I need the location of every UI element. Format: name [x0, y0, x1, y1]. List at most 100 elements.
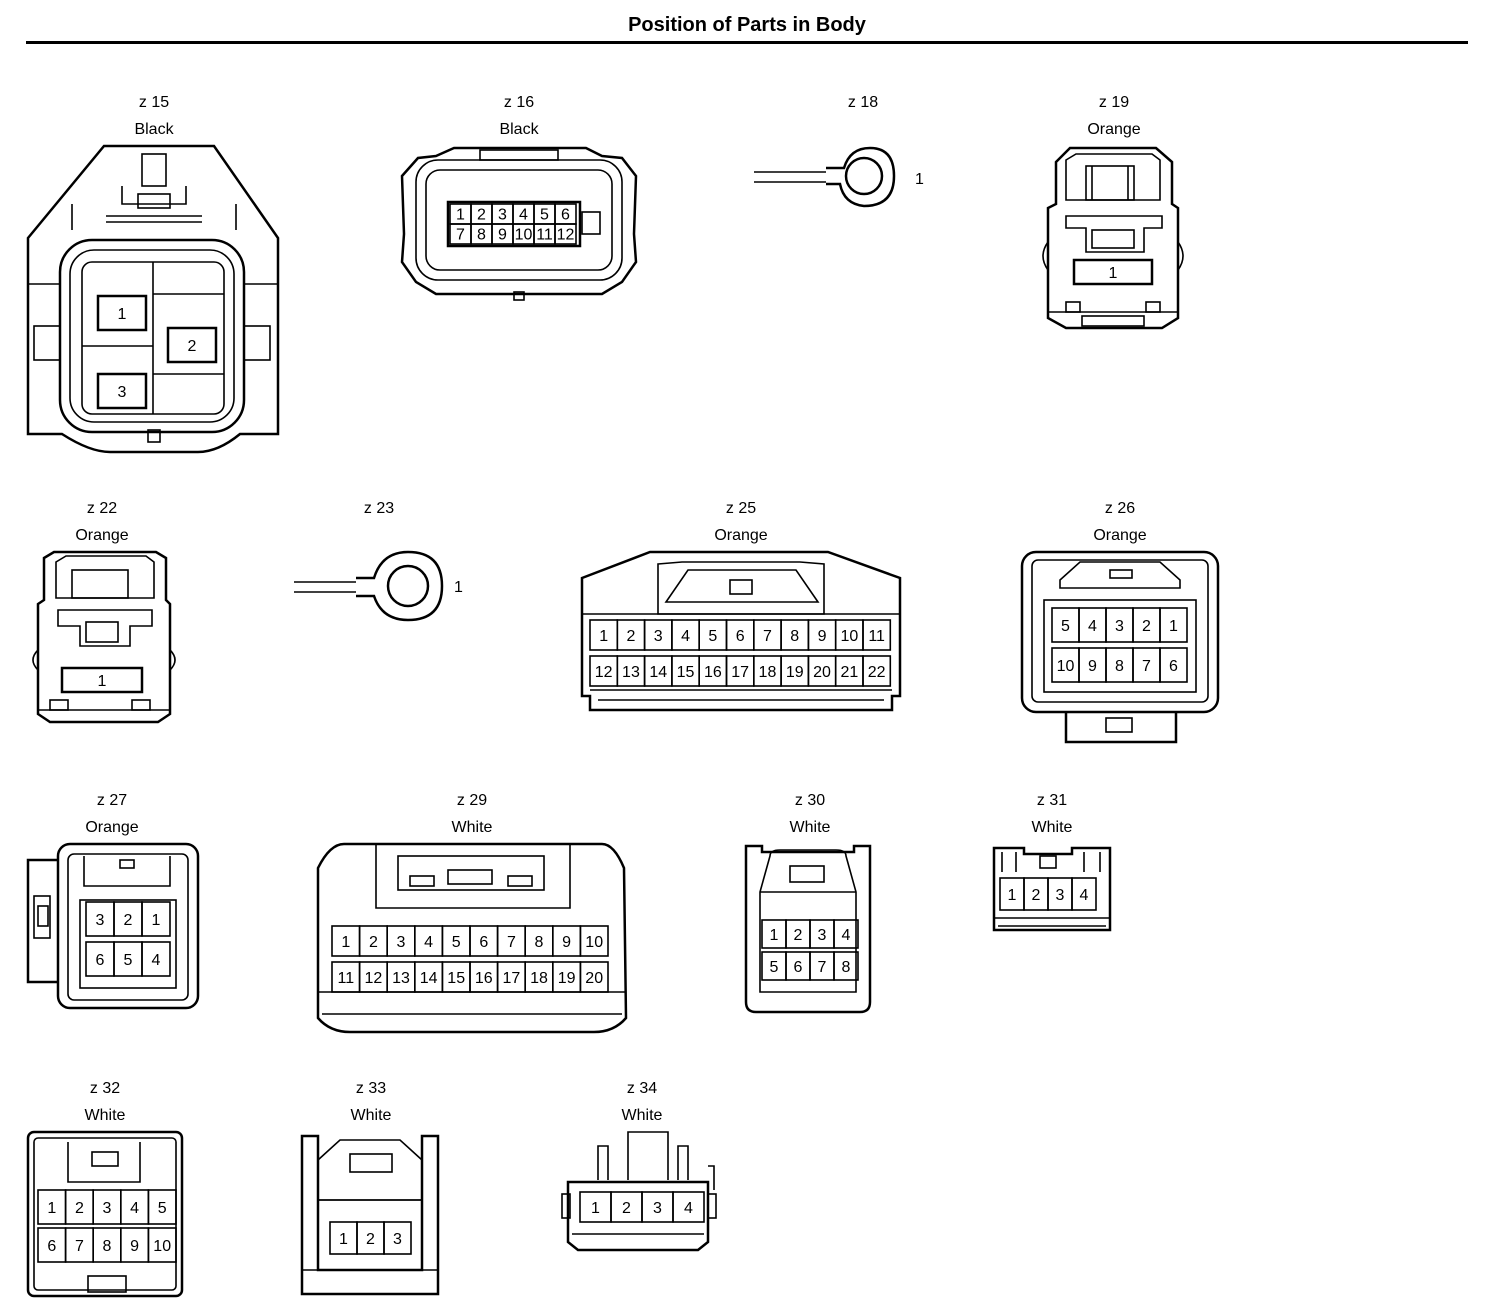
connector-drawing-z23: 1 [294, 550, 463, 622]
pin-number: 14 [420, 970, 438, 987]
connector-color: White [789, 819, 831, 836]
pin-number: 2 [366, 1231, 375, 1248]
pin-number: 18 [530, 970, 548, 987]
pin-number: 4 [519, 206, 528, 223]
connector-id: z 34 [626, 1080, 658, 1097]
pin-2: 2 [188, 338, 197, 355]
pin-number: 3 [654, 628, 663, 645]
pin-number: 7 [456, 226, 465, 243]
pin-number: 8 [842, 959, 851, 976]
pin-number: 18 [759, 664, 777, 681]
pin-number: 5 [540, 206, 549, 223]
pin-number: 1 [591, 1200, 600, 1217]
pin-cell [862, 655, 892, 687]
pin-number: 2 [369, 934, 378, 951]
pin-number: 5 [158, 1200, 167, 1217]
pin-number: 1 [599, 628, 608, 645]
title-rule [26, 41, 1468, 44]
pin-number: 17 [731, 664, 749, 681]
pin-number: 3 [397, 934, 406, 951]
pin-number: 10 [840, 628, 858, 645]
pin-number: 1 [770, 927, 779, 944]
pin-number: 7 [1142, 658, 1151, 675]
connector-color: White [621, 1107, 663, 1124]
pin-number: 10 [585, 934, 603, 951]
pin-number: 2 [622, 1200, 631, 1217]
connector-id: z 33 [355, 1080, 387, 1097]
pin-cell [554, 223, 577, 245]
pin-number: 22 [868, 664, 886, 681]
pin-cell [672, 1191, 705, 1223]
pin-number: 7 [818, 959, 827, 976]
pin-number: 11 [536, 226, 553, 243]
pin-number: 12 [365, 970, 383, 987]
connector-id: z 31 [1036, 792, 1068, 809]
pin-number: 4 [424, 934, 433, 951]
connector-color: Orange [85, 819, 139, 836]
pin-number: 1 [152, 912, 161, 929]
pin-number: 10 [515, 226, 533, 243]
connector-color: White [1031, 819, 1073, 836]
pin-number: 3 [103, 1200, 112, 1217]
pin-number: 16 [475, 970, 493, 987]
pin-cell [1071, 877, 1097, 911]
connector-color: Black [499, 121, 539, 138]
pin-cell [383, 1221, 412, 1255]
connector-id: z 15 [138, 94, 170, 111]
pin-number: 2 [1032, 887, 1041, 904]
pin-number: 15 [677, 664, 695, 681]
connector-color: White [84, 1107, 126, 1124]
pin-number: 5 [770, 959, 779, 976]
pin-number: 4 [1080, 887, 1089, 904]
pin-number: 6 [1169, 658, 1178, 675]
pin-number: 5 [708, 628, 717, 645]
pin-number: 8 [1115, 658, 1124, 675]
pin-1: 1 [98, 673, 107, 690]
connector-drawing-z18: 1 [754, 146, 924, 208]
pin-cell [147, 1189, 177, 1225]
pin-number: 19 [558, 970, 576, 987]
connector-color: Orange [1087, 121, 1141, 138]
pin-number: 4 [842, 927, 851, 944]
pin-number: 6 [736, 628, 745, 645]
connector-z22: z 22 Orange 1 [22, 500, 182, 730]
connector-color: Orange [1093, 527, 1147, 544]
connector-id: z 22 [86, 500, 118, 517]
pin-number: 2 [794, 927, 803, 944]
pin-number: 2 [477, 206, 486, 223]
connector-drawing-z22: 1 [32, 550, 176, 724]
pin-number: 2 [75, 1200, 84, 1217]
pin-number: 3 [498, 206, 507, 223]
connector-color: Black [134, 121, 174, 138]
pin-number: 11 [868, 628, 885, 645]
pin-3: 3 [118, 384, 127, 401]
pin-number: 8 [790, 628, 799, 645]
connector-color: White [451, 819, 493, 836]
terminal-1: 1 [454, 579, 463, 596]
pin-number: 7 [507, 934, 516, 951]
pin-cell [141, 901, 171, 937]
pin-number: 6 [96, 952, 105, 969]
pin-number: 8 [535, 934, 544, 951]
pin-number: 8 [477, 226, 486, 243]
connector-id: z 26 [1104, 500, 1136, 517]
pin-number: 12 [557, 226, 575, 243]
pin-number: 12 [595, 664, 613, 681]
pin-number: 6 [47, 1238, 56, 1255]
pin-number: 13 [392, 970, 410, 987]
connector-color: Orange [75, 527, 129, 544]
pin-number: 4 [1088, 618, 1097, 635]
pin-number: 9 [1088, 658, 1097, 675]
pin-number: 6 [794, 959, 803, 976]
